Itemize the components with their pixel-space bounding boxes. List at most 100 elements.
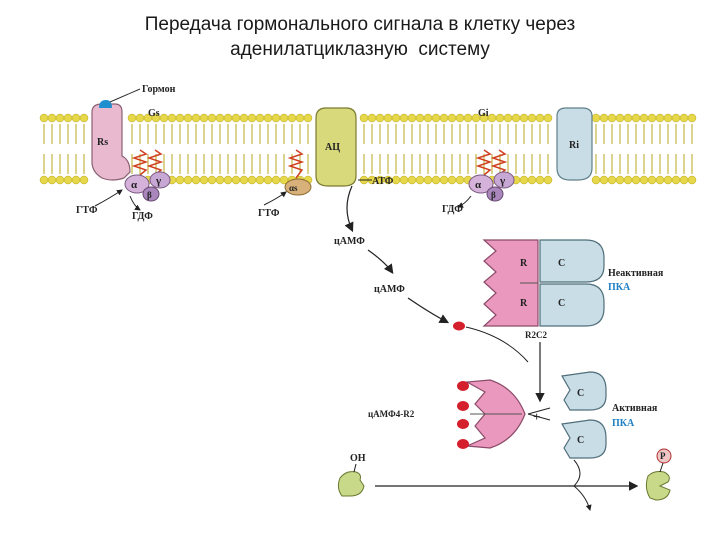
gdp-label-left: ГДФ: [132, 211, 153, 222]
lipid-head: [519, 113, 529, 123]
lipid-head: [399, 175, 409, 185]
gtp-label-left: ГТФ: [76, 205, 98, 216]
gamma-label: γ: [155, 175, 161, 187]
lipid-head: [223, 175, 233, 185]
lipid-head: [487, 113, 497, 123]
page-title: Передача гормонального сигнала в клетку …: [0, 12, 720, 62]
lipid-head: [527, 175, 537, 185]
lipid-head: [407, 113, 417, 123]
camp-binding-curve: [465, 326, 529, 363]
lipid-head: [519, 175, 529, 185]
gtp-label-mid: ГТФ: [258, 208, 280, 219]
hormone-icon: [99, 100, 112, 108]
beta-label-2: β: [491, 190, 496, 200]
lipid-head: [663, 175, 673, 185]
lipid-head: [239, 113, 249, 123]
lipid-head: [655, 113, 665, 123]
pka-r-top: R: [520, 258, 528, 269]
gamma-label-2: γ: [499, 175, 505, 187]
lipid-head: [655, 175, 665, 185]
lipid-head: [79, 113, 89, 123]
lipid-head: [679, 113, 689, 123]
lipid-head: [127, 113, 137, 123]
lipid-head: [591, 113, 601, 123]
lipid-head: [399, 113, 409, 123]
active-c-bottom: C: [577, 435, 584, 446]
dissociation-branch: [527, 407, 551, 421]
oh-label: ОН: [350, 453, 366, 464]
ac-label: АЦ: [325, 142, 340, 153]
alpha-s-label: αs: [289, 183, 298, 193]
lipid-head: [279, 113, 289, 123]
lipid-head: [231, 113, 241, 123]
lipid-head: [527, 113, 537, 123]
hormone-label: Гормон: [142, 84, 176, 95]
lipid-head: [599, 113, 609, 123]
phosphate-label: P: [660, 451, 666, 461]
inactive-pka-label-2: ПКА: [608, 282, 631, 293]
lipid-head: [647, 113, 657, 123]
lipid-head: [247, 113, 257, 123]
camp4-r2-label: цАМФ4-R2: [368, 409, 415, 419]
camp-dot: [453, 321, 465, 331]
lipid-head: [439, 113, 449, 123]
lipid-head: [55, 113, 65, 123]
lipid-head: [199, 113, 209, 123]
alpha-label-2: α: [475, 179, 482, 191]
lipid-head: [423, 175, 433, 185]
lipid-head: [255, 113, 265, 123]
beta-label: β: [147, 190, 152, 200]
lipid-head: [615, 113, 625, 123]
lipid-head: [383, 113, 393, 123]
lipid-head: [431, 113, 441, 123]
lipid-head: [679, 175, 689, 185]
lipid-head: [543, 113, 553, 123]
gi-label: Gi: [478, 108, 489, 119]
lipid-head: [135, 113, 145, 123]
lipid-head: [231, 175, 241, 185]
atp-label: АТФ: [372, 176, 394, 187]
lipid-head: [47, 175, 57, 185]
lipid-head: [271, 113, 281, 123]
lipid-head: [447, 113, 457, 123]
ri-label: Ri: [569, 140, 579, 151]
lipid-head: [391, 113, 401, 123]
lipid-head: [191, 113, 201, 123]
lipid-head: [615, 175, 625, 185]
lipid-head: [447, 175, 457, 185]
kinase-participation-arrow: [573, 459, 592, 511]
lipid-head: [631, 113, 641, 123]
gs-label: Gs: [148, 108, 160, 119]
camp-arrow-2: [407, 297, 450, 324]
lipid-head: [455, 113, 465, 123]
lipid-head: [295, 113, 305, 123]
lipid-head: [71, 175, 81, 185]
lipid-head: [455, 175, 465, 185]
substrate-phosphorylated: [645, 448, 672, 501]
lipid-head: [175, 113, 185, 123]
gs-protein-complex: α γ β: [124, 171, 171, 202]
lipid-head: [159, 113, 169, 123]
lipid-head: [671, 113, 681, 123]
receptor-ri: Ri: [556, 107, 593, 181]
lipid-head: [271, 175, 281, 185]
lipid-head: [647, 175, 657, 185]
atp-to-camp-arrow: [344, 185, 354, 233]
gtp-gdp-exchange: [94, 189, 472, 211]
lipid-head: [687, 175, 697, 185]
camp-regulatory-complex: [457, 379, 526, 449]
title-line-2: аденилатциклазную систему: [230, 39, 490, 60]
active-pka-label-1: Активная: [612, 403, 658, 414]
lipid-head: [183, 175, 193, 185]
camp-arrow-1: [367, 249, 394, 274]
inactive-pka: R C R C: [482, 239, 605, 327]
lipid-head: [591, 175, 601, 185]
active-pka: C C: [561, 371, 607, 459]
pka-c-bottom: C: [558, 298, 565, 309]
lipid-head: [631, 175, 641, 185]
lipid-head: [607, 113, 617, 123]
lipid-head: [543, 175, 553, 185]
lipid-head: [463, 113, 473, 123]
oh-bond: [353, 463, 357, 473]
